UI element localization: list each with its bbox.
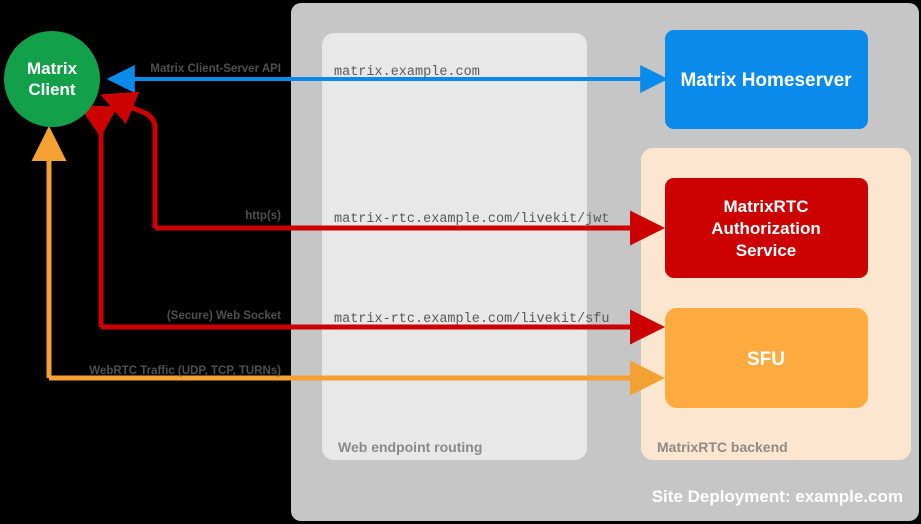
node-label-auth-service-line2: Authorization — [711, 219, 821, 238]
endpoint-label-cs-api: matrix.example.com — [334, 65, 480, 80]
node-matrix-homeserver[interactable]: Matrix Homeserver — [665, 30, 868, 129]
node-label-auth-service-line3: Service — [736, 241, 797, 260]
node-matrix-client[interactable]: Matrix Client — [4, 31, 100, 127]
node-label-matrix-homeserver: Matrix Homeserver — [680, 70, 852, 91]
node-label-auth-service-line1: MatrixRTC — [723, 197, 808, 216]
site-deployment-label: Site Deployment: example.com — [652, 487, 903, 506]
edge-label-http: http(s) — [245, 210, 281, 222]
edge-http-jwt: http(s) matrix-rtc.example.com/livekit/j… — [100, 91, 666, 246]
edge-label-websocket: (Secure) Web Socket — [167, 310, 281, 322]
edge-line-ws-return — [78, 104, 118, 327]
node-label-sfu: SFU — [747, 349, 785, 370]
edge-label-cs-api: Matrix Client-Server API — [150, 63, 281, 75]
endpoint-label-sfu: matrix-rtc.example.com/livekit/sfu — [334, 312, 609, 327]
node-shape-authorization-service[interactable] — [665, 178, 868, 278]
node-shape-sfu[interactable] — [665, 308, 868, 408]
node-label-matrix-client-line1: Matrix — [27, 59, 78, 78]
edge-websocket-sfu: (Secure) Web Socket matrix-rtc.example.c… — [78, 104, 666, 345]
node-sfu[interactable]: SFU — [665, 308, 868, 408]
endpoint-label-jwt: matrix-rtc.example.com/livekit/jwt — [334, 212, 609, 227]
edge-matrix-client-server-api: Matrix Client-Server API matrix.example.… — [106, 63, 669, 93]
container-label-backend: MatrixRTC backend — [657, 439, 788, 455]
container-label-routing: Web endpoint routing — [338, 439, 482, 455]
edge-webrtc-traffic: WebRTC Traffic (UDP, TCP, TURNs) — [31, 125, 666, 396]
node-shape-matrix-homeserver[interactable] — [665, 30, 868, 129]
edge-label-webrtc: WebRTC Traffic (UDP, TCP, TURNs) — [89, 365, 281, 377]
node-matrixrtc-authorization-service[interactable]: MatrixRTC Authorization Service — [665, 178, 868, 278]
edge-line-jwt-return — [100, 91, 158, 228]
node-label-matrix-client-line2: Client — [28, 80, 76, 99]
node-shape-matrix-client[interactable] — [4, 31, 100, 127]
container-web-endpoint-routing: Web endpoint routing — [322, 33, 587, 460]
